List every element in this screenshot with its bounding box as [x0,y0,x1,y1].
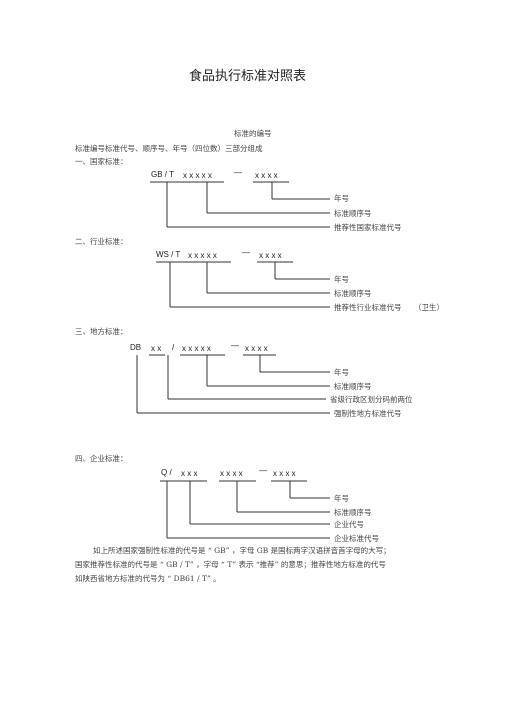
industry-heading: 二、行业标准： [75,237,128,246]
national-year: x x x x [255,171,278,180]
industry-label-code: 推荐性行业标准代号 [334,303,402,312]
enterprise-heading: 四、企业标准： [75,454,128,463]
local-seq: x x x x x [182,344,211,353]
national-seq: x x x x x [183,171,212,180]
footer-line-1: 如上所述国家强制性标准的代号是 “ GB” ，字母 GB 是国标两字汉语拼音首字… [93,546,391,555]
industry-year: x x x x [259,251,282,260]
local-slash: / [172,343,175,352]
industry-code: WS / T [156,250,181,259]
local-connectors [136,354,330,414]
footer-line-2: 国家推荐性标准的代号是 “ GB / T” ，字母 “ T” 表示 “推荐” 的… [75,560,386,569]
enterprise-code: Q / [161,468,172,477]
enterprise-company: x x x [181,469,198,478]
industry-label-note: （卫生） [414,303,444,312]
enterprise-year: x x x x [273,469,296,478]
enterprise-label-company: 企业代号 [334,520,364,529]
national-dash: — [234,168,242,177]
local-label-year: 年号 [334,368,349,377]
national-label-year: 年号 [334,194,349,203]
local-code: DB [130,343,142,352]
local-dash: — [231,341,239,350]
local-label-code: 强制性地方标准代号 [334,409,402,418]
national-heading: 一、国家标准： [75,157,128,166]
local-label-region: 省级行政区划分码前两位 [330,395,413,404]
industry-dash: — [242,248,250,257]
enterprise-label-seq: 标准顺序号 [334,508,372,517]
industry-label-year: 年号 [334,275,349,284]
local-label-seq: 标准顺序号 [334,382,372,391]
industry-connectors [156,261,330,308]
intro-heading: 标准的编号 [234,129,272,138]
enterprise-connectors [160,480,330,539]
enterprise-seq: x x x x [220,469,243,478]
local-heading: 三、地方标准： [75,327,128,336]
local-year: x x x x [245,344,268,353]
national-label-code: 推荐性国家标准代号 [334,223,402,232]
national-connectors [150,181,330,228]
enterprise-dash: — [259,466,267,475]
page-title: 食品执行标准对照表 [189,69,307,84]
intro-description: 标准编号标准代号、顺序号、年号（四位数）三部分组成 [75,144,263,153]
industry-seq: x x x x x [188,251,217,260]
national-code: GB / T [151,170,174,179]
local-region: x x [151,344,162,353]
industry-label-seq: 标准顺序号 [334,289,372,298]
national-label-seq: 标准顺序号 [334,209,372,218]
footer-line-3: 如陕西省地方标准的代号为 “ DB61 / T” 。 [75,574,221,583]
enterprise-label-year: 年号 [334,494,349,503]
enterprise-label-code: 企业标准代号 [334,534,379,543]
